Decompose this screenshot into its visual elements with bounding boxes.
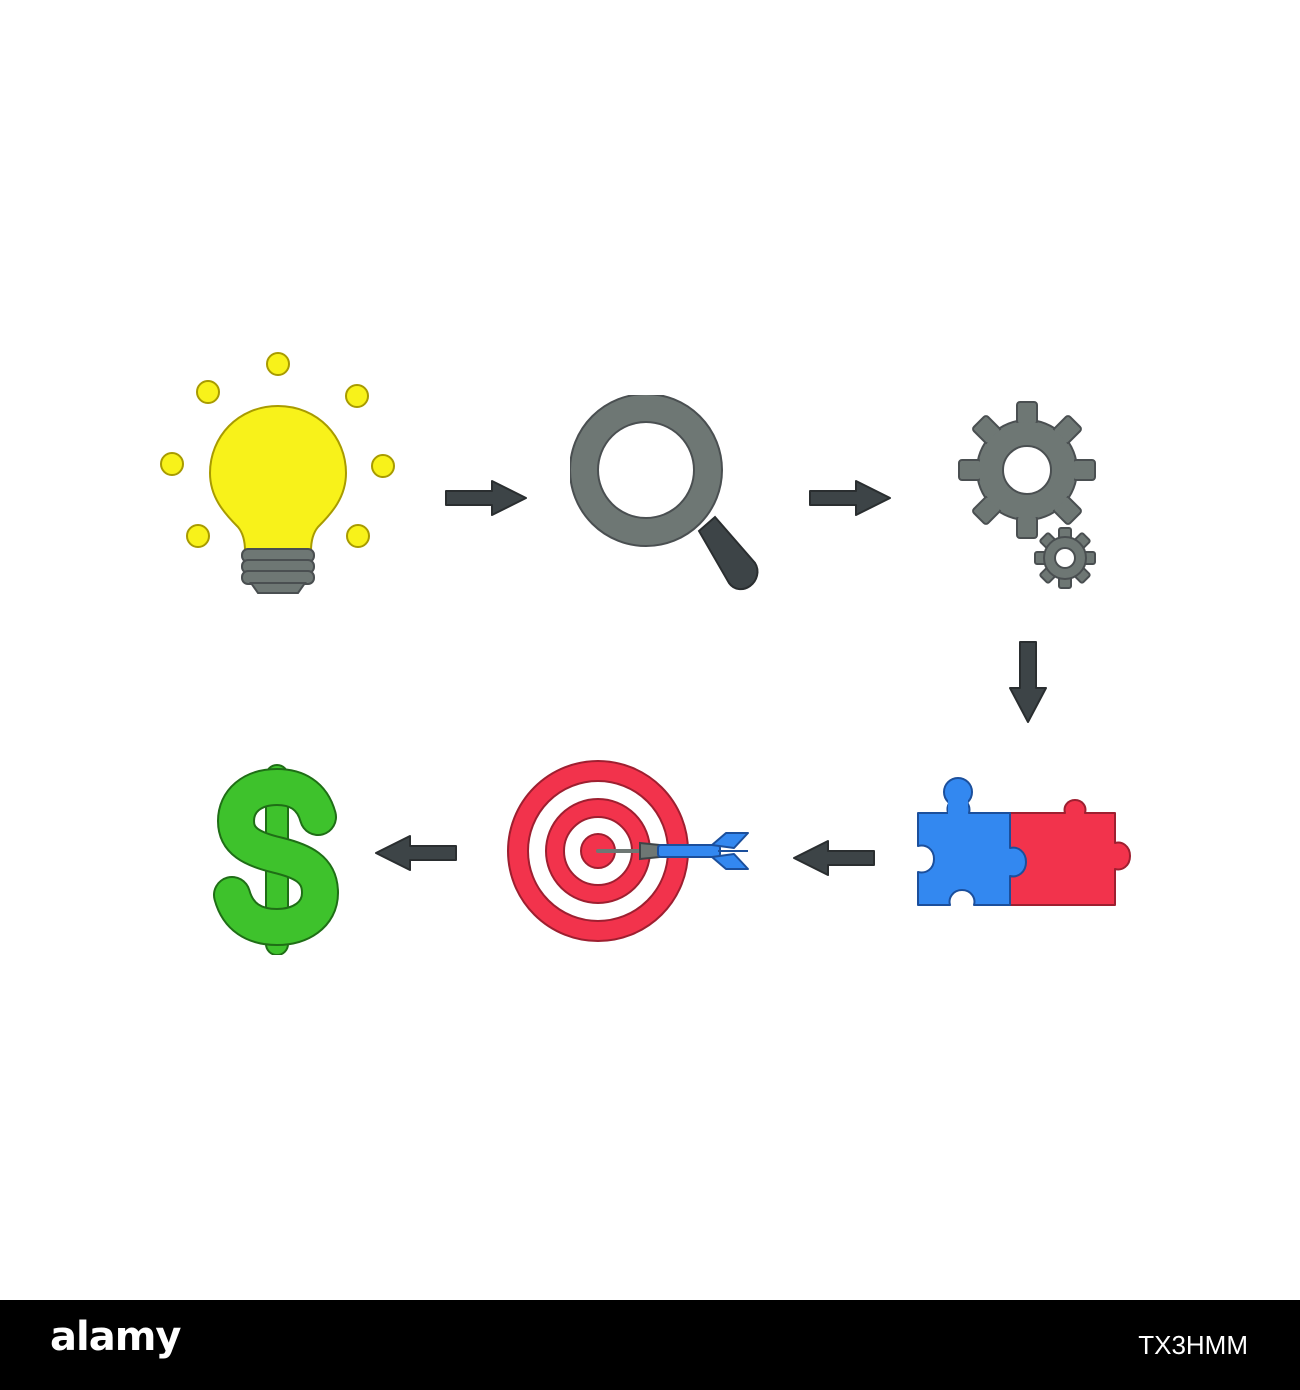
arrow-right-icon bbox=[445, 480, 527, 516]
puzzle-icon bbox=[917, 777, 1131, 906]
arrow-left-icon bbox=[793, 840, 875, 876]
dollar-icon bbox=[213, 764, 340, 955]
gears-icon bbox=[958, 401, 1096, 589]
target-icon bbox=[507, 760, 749, 942]
arrow-down-icon bbox=[1009, 641, 1047, 723]
arrow-right-icon bbox=[809, 480, 891, 516]
footer-bar: alamy TX3HMM bbox=[0, 1300, 1300, 1390]
brand-logo[interactable]: alamy bbox=[50, 1314, 181, 1360]
process-diagram bbox=[160, 352, 1131, 955]
image-id: TX3HMM bbox=[1138, 1330, 1248, 1360]
magnifier-icon bbox=[570, 395, 759, 591]
lightbulb-icon bbox=[160, 352, 395, 594]
arrow-left-icon bbox=[375, 835, 457, 871]
